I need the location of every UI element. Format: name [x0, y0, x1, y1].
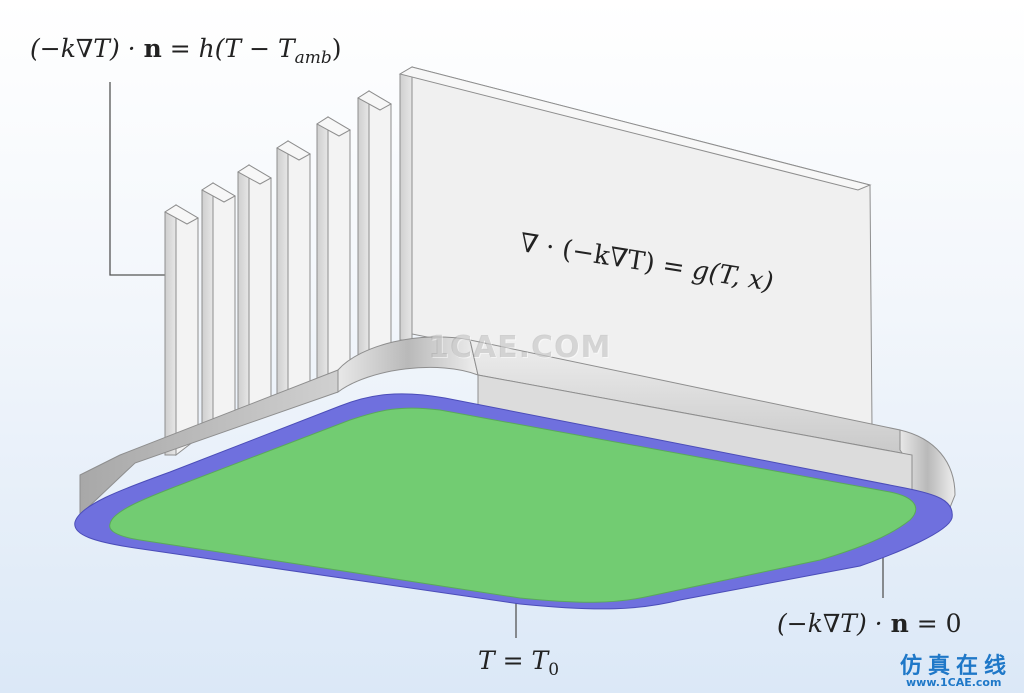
convective-eq-close: ) [331, 34, 342, 63]
fin-5 [316, 116, 352, 391]
temperature-eq-sign: = [494, 646, 532, 675]
fin-4 [276, 140, 312, 406]
insulation-eq-lhs: (−k∇T) · [777, 609, 891, 638]
insulation-eq-sign: = [908, 609, 946, 638]
temperature-eq-lhs: T [478, 646, 495, 675]
convective-eq-sign: = [161, 34, 199, 63]
convective-eq-rhs: h(T − T [198, 34, 295, 63]
bottom-face [109, 407, 917, 603]
fin-2 [201, 182, 237, 433]
fin-7-front [398, 66, 873, 427]
fin-1 [164, 204, 200, 457]
temperature-eq-rhs: T [531, 646, 549, 675]
fin-3 [237, 164, 273, 419]
convective-eq-subscript: amb [294, 48, 332, 68]
site-logo-url: www.1CAE.com [906, 676, 1002, 689]
insulation-eq-rhs: 0 [945, 609, 962, 638]
convective-flux-equation: (−k∇T) · n = h(T − Tamb) [30, 36, 342, 67]
convective-eq-lhs: (−k∇T) · [30, 34, 144, 63]
insulation-eq-normal: n [890, 609, 909, 638]
watermark: 1CAE.COM [428, 330, 612, 365]
temperature-eq-subscript: 0 [548, 660, 560, 680]
convective-eq-normal: n [143, 34, 162, 63]
temperature-equation: T = T0 [478, 648, 559, 679]
site-logo: 仿真在线 [900, 654, 1013, 679]
fins [164, 66, 873, 457]
volume-eq-sign: = [652, 249, 695, 285]
leader-convective [109, 82, 165, 276]
insulation-equation: (−k∇T) · n = 0 [777, 611, 962, 636]
fin-6 [357, 90, 393, 363]
